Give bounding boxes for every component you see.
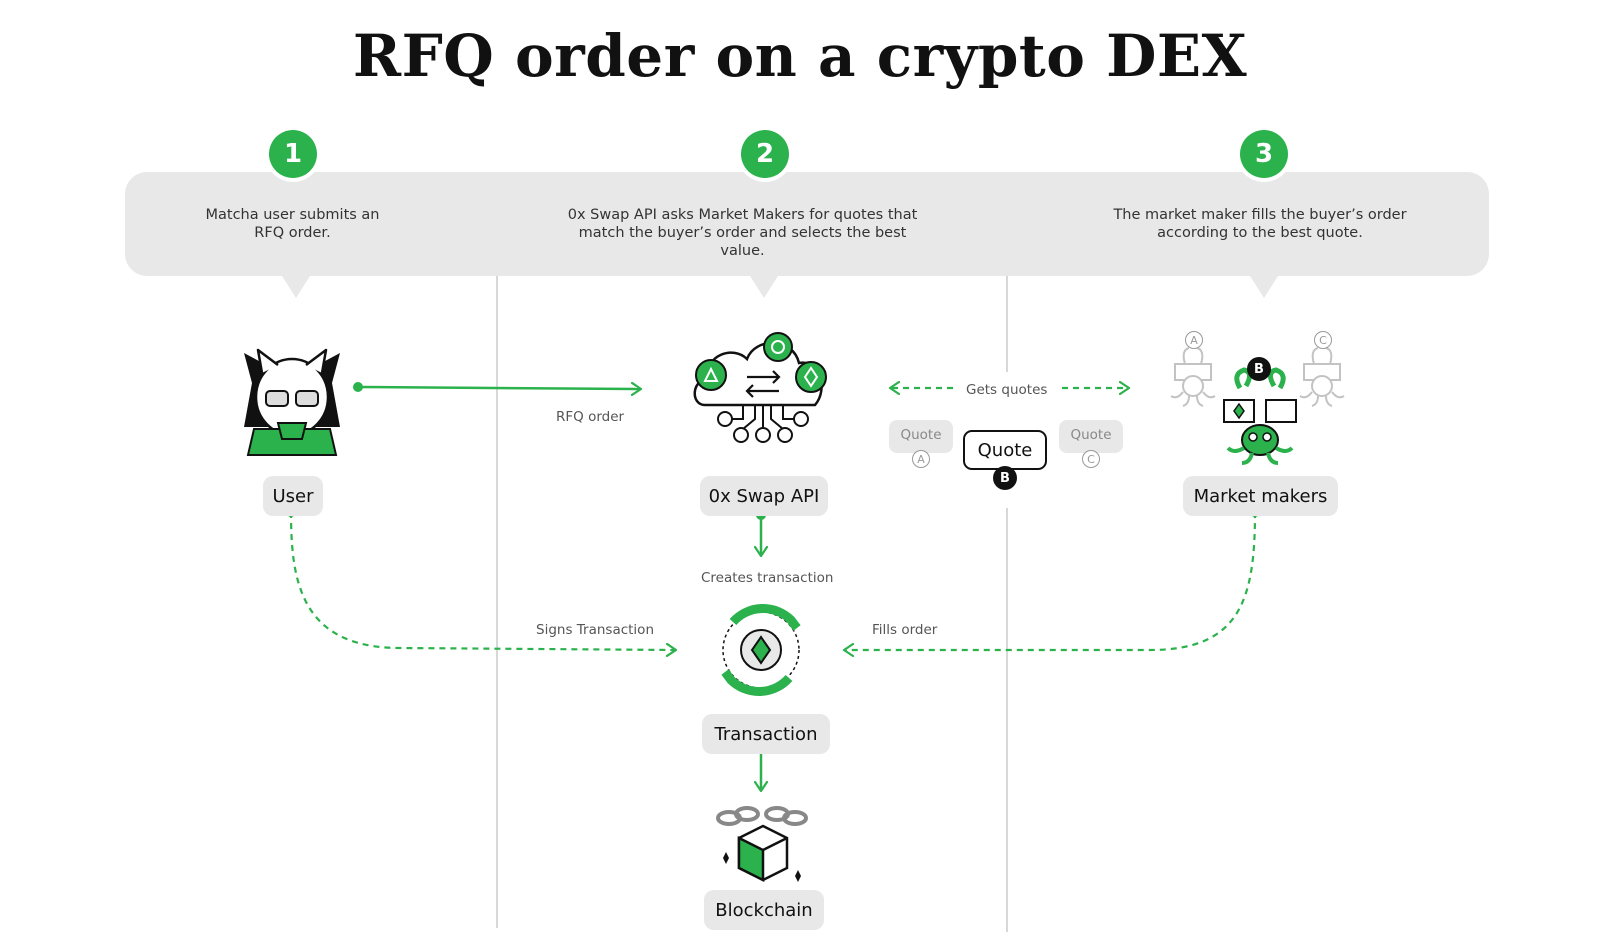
quote-c-marker: C bbox=[1082, 450, 1100, 468]
step-1-pointer bbox=[282, 276, 310, 298]
step-2-badge: 2 bbox=[741, 130, 789, 178]
step-1-description: Matcha user submits an RFQ order. bbox=[205, 207, 380, 241]
quote-b-marker: B bbox=[993, 466, 1017, 490]
market-maker-c-marker: C bbox=[1314, 331, 1332, 349]
rfq-order-label: RFQ order bbox=[556, 409, 625, 425]
quote-a-marker: A bbox=[912, 450, 930, 468]
octopus-market-maker-icon bbox=[1170, 347, 1345, 465]
quote-c-label: Quote bbox=[1070, 427, 1112, 443]
market-makers-node-label: Market makers bbox=[1183, 476, 1338, 516]
creates-transaction-arrow bbox=[756, 510, 766, 555]
cloud-exchange-icon bbox=[693, 332, 827, 443]
ethereum-cycle-icon bbox=[721, 604, 801, 696]
creates-transaction-label: Creates transaction bbox=[701, 570, 834, 586]
fills-order-label: Fills order bbox=[872, 622, 938, 638]
step-3-pointer bbox=[1250, 276, 1278, 298]
rfq-order-arrow bbox=[353, 382, 640, 392]
steps-banner bbox=[125, 172, 1489, 276]
quote-a-chip: Quote bbox=[889, 420, 953, 453]
gets-quotes-label: Gets quotes bbox=[966, 382, 1048, 398]
market-maker-a-marker: A bbox=[1185, 331, 1203, 349]
step-3-description: The market maker fills the buyer’s order… bbox=[1113, 207, 1407, 241]
quote-b-label: Quote bbox=[977, 439, 1033, 461]
market-maker-b-marker: B bbox=[1247, 357, 1271, 381]
transaction-node-label: Transaction bbox=[702, 714, 830, 754]
quote-a-label: Quote bbox=[900, 427, 942, 443]
page-title: RFQ order on a crypto DEX bbox=[352, 22, 1248, 90]
quote-b-chip: Quote bbox=[963, 430, 1047, 470]
chained-block-icon bbox=[716, 806, 808, 883]
step-3-badge: 3 bbox=[1240, 130, 1288, 178]
blockchain-node-label: Blockchain bbox=[704, 890, 824, 930]
cat-avatar-icon bbox=[244, 348, 340, 456]
step-2-description: 0x Swap API asks Market Makers for quote… bbox=[567, 207, 918, 259]
signs-transaction-label: Signs Transaction bbox=[536, 622, 654, 638]
swap-api-node-label: 0x Swap API bbox=[700, 476, 828, 516]
step-2-pointer bbox=[750, 276, 778, 298]
quote-c-chip: Quote bbox=[1059, 420, 1123, 453]
user-node-label: User bbox=[263, 476, 323, 516]
step-1-badge: 1 bbox=[269, 130, 317, 178]
